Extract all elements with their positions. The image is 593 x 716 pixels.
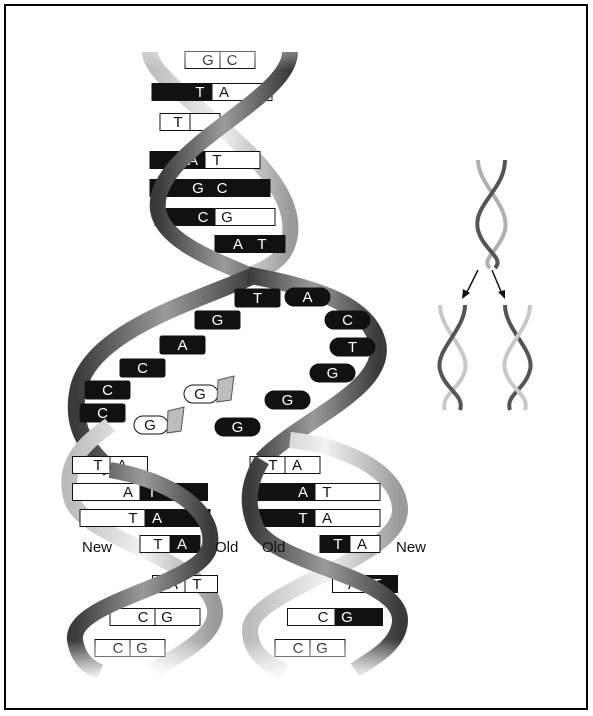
right-daughter-base-pairs: TAATTATAATCGCG xyxy=(250,457,398,658)
base-letter: G xyxy=(341,609,353,626)
base-letter: C xyxy=(217,180,228,197)
unpaired-base: A xyxy=(285,288,330,306)
inset-arrow-right xyxy=(492,270,502,294)
inset-daughter-right xyxy=(504,305,530,410)
base-letter: G xyxy=(194,386,206,403)
base-letter: G xyxy=(327,365,339,382)
fork-left-old-strand xyxy=(76,275,255,470)
base-letter: G xyxy=(212,312,224,329)
daughter-helix-right: TAATTATAATCGCG xyxy=(250,440,400,672)
base-letter: T xyxy=(257,236,266,253)
unpaired-base: C xyxy=(85,381,130,399)
label-new-right: New xyxy=(396,539,426,556)
base-letter: T xyxy=(333,536,342,553)
base-letter: C xyxy=(318,609,329,626)
base-letter: T xyxy=(348,339,357,356)
base-letter: A xyxy=(233,236,243,253)
base-letter: G xyxy=(161,609,173,626)
base-letter: A xyxy=(219,84,229,101)
inset-daughter-left xyxy=(439,305,465,410)
base-letter: G xyxy=(221,209,233,226)
unpaired-base: C xyxy=(80,404,125,422)
inset-replication-schematic xyxy=(439,160,530,410)
unpaired-base: G xyxy=(265,391,310,409)
base-letter: T xyxy=(195,84,204,101)
unpaired-base: A xyxy=(160,336,205,354)
unpaired-base: T xyxy=(235,289,280,307)
base-letter: C xyxy=(137,360,148,377)
inset-arrow-left xyxy=(466,270,478,294)
base-letter: G xyxy=(144,417,156,434)
label-old-left: Old xyxy=(215,539,238,556)
base-letter: A xyxy=(123,484,133,501)
base-letter: T xyxy=(268,457,277,474)
base-letter: A xyxy=(322,510,332,527)
free-nucleotide: G xyxy=(184,376,234,403)
base-letter: T xyxy=(322,484,331,501)
parent-helix: GCTATATGCCGAT xyxy=(140,20,310,280)
base-letter: T xyxy=(298,510,307,527)
base-letter: C xyxy=(102,382,113,399)
label-old-right: Old xyxy=(262,539,285,556)
right-daughter-new-strand xyxy=(250,440,400,672)
unpaired-base: T xyxy=(330,338,375,356)
base-letter: A xyxy=(298,484,308,501)
base-letter: T xyxy=(93,457,102,474)
unpaired-base: G xyxy=(310,364,355,382)
unpaired-base: C xyxy=(120,359,165,377)
inset-parent-helix xyxy=(477,160,505,268)
unpaired-base: G xyxy=(195,311,240,329)
base-letter: A xyxy=(292,457,302,474)
base-letter: C xyxy=(97,405,108,422)
base-letter: T xyxy=(192,576,201,593)
base-letter: G xyxy=(282,392,294,409)
base-letter: C xyxy=(138,609,149,626)
unpaired-base: C xyxy=(325,311,370,329)
base-letter: C xyxy=(342,312,353,329)
base-letter: T xyxy=(253,290,262,307)
label-new-left: New xyxy=(82,539,112,556)
base-letter: T xyxy=(128,510,137,527)
base-letter: C xyxy=(198,209,209,226)
base-letter: A xyxy=(302,289,312,306)
free-nucleotide: G xyxy=(134,407,184,434)
unpaired-base: G xyxy=(215,418,260,436)
base-letter: T xyxy=(153,536,162,553)
base-letter: A xyxy=(177,337,187,354)
base-letter: G xyxy=(232,419,244,436)
base-letter: G xyxy=(192,180,204,197)
base-letter: A xyxy=(357,536,367,553)
base-letter: T xyxy=(173,114,182,131)
base-letter: T xyxy=(212,152,221,169)
base-letter: A xyxy=(152,510,162,527)
base-letter: A xyxy=(177,536,187,553)
